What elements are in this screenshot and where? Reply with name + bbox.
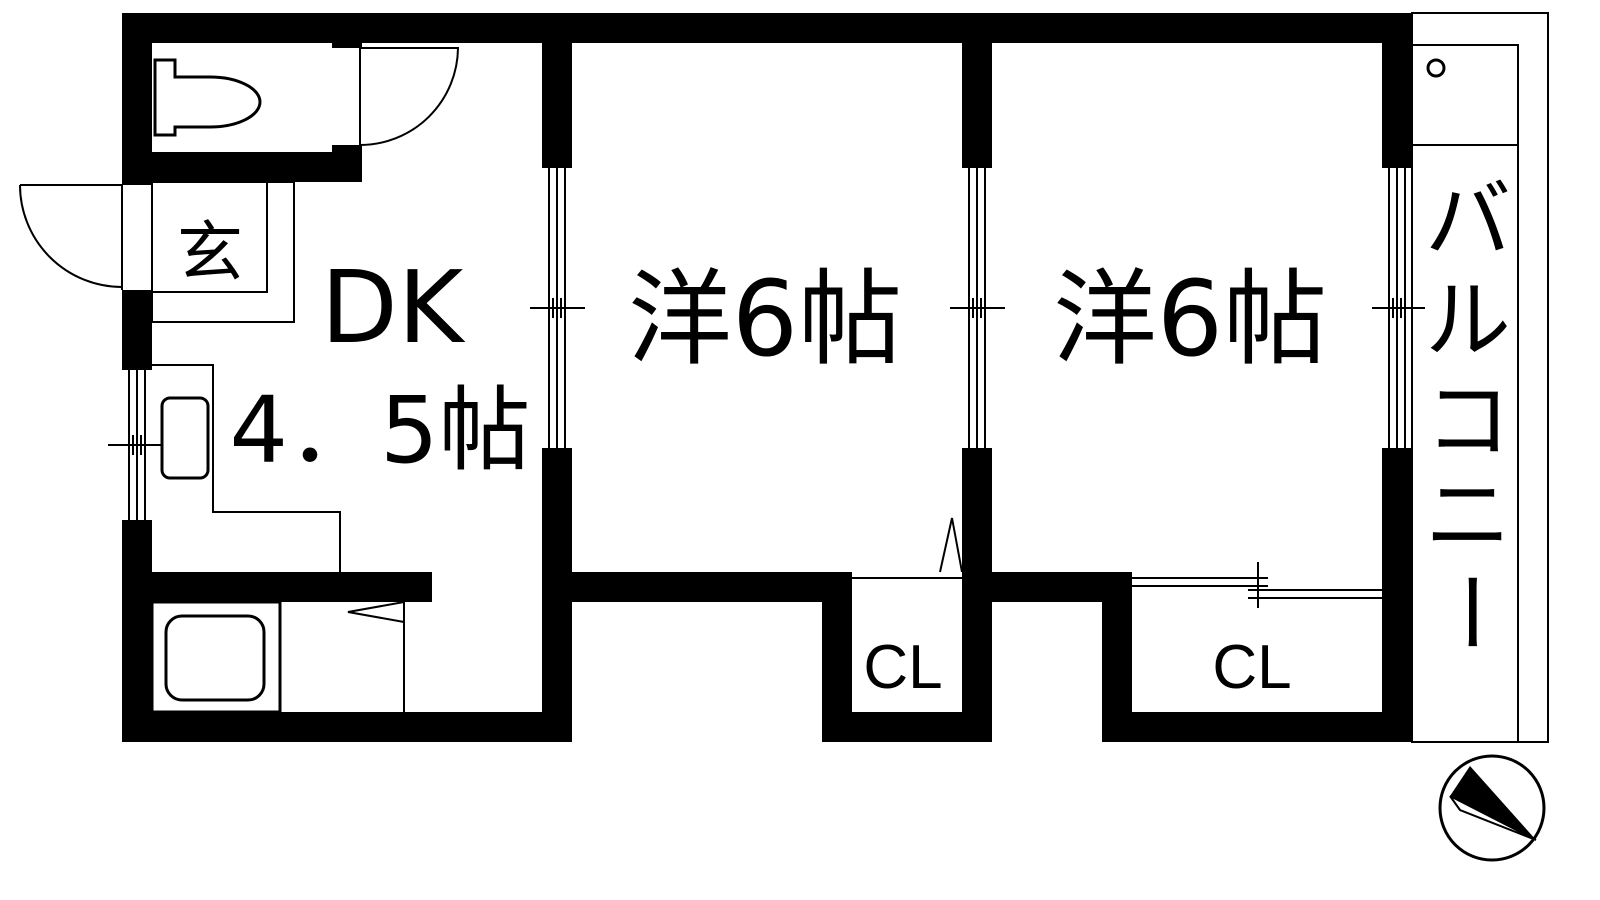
washing-machine-pan-icon	[1426, 58, 1446, 78]
fixtures	[19, 12, 1549, 743]
entrance-label: 玄	[177, 214, 243, 291]
balcony-char: ー	[1419, 569, 1519, 655]
compass-north-arrow-icon	[1438, 754, 1546, 862]
dk-name-label: DK	[321, 249, 466, 366]
western-room-2-label: 洋6帖	[1053, 258, 1327, 380]
balcony-char: ニ	[1425, 466, 1511, 566]
walls	[122, 13, 1412, 742]
closet-1-label: CL	[863, 633, 942, 702]
western-room-1-label: 洋6帖	[628, 258, 902, 380]
balcony-char: コ	[1425, 371, 1511, 471]
kitchen-sink-icon	[160, 396, 210, 480]
balcony-label: バ ル コ ニ ー	[1419, 171, 1519, 655]
balcony-char: ル	[1425, 271, 1511, 371]
dk-size-label: 4．5帖	[229, 377, 530, 484]
toilet-icon	[153, 58, 262, 137]
closet-2-label: CL	[1212, 633, 1291, 702]
bathtub-icon	[150, 600, 282, 714]
balcony-char: バ	[1425, 171, 1511, 271]
